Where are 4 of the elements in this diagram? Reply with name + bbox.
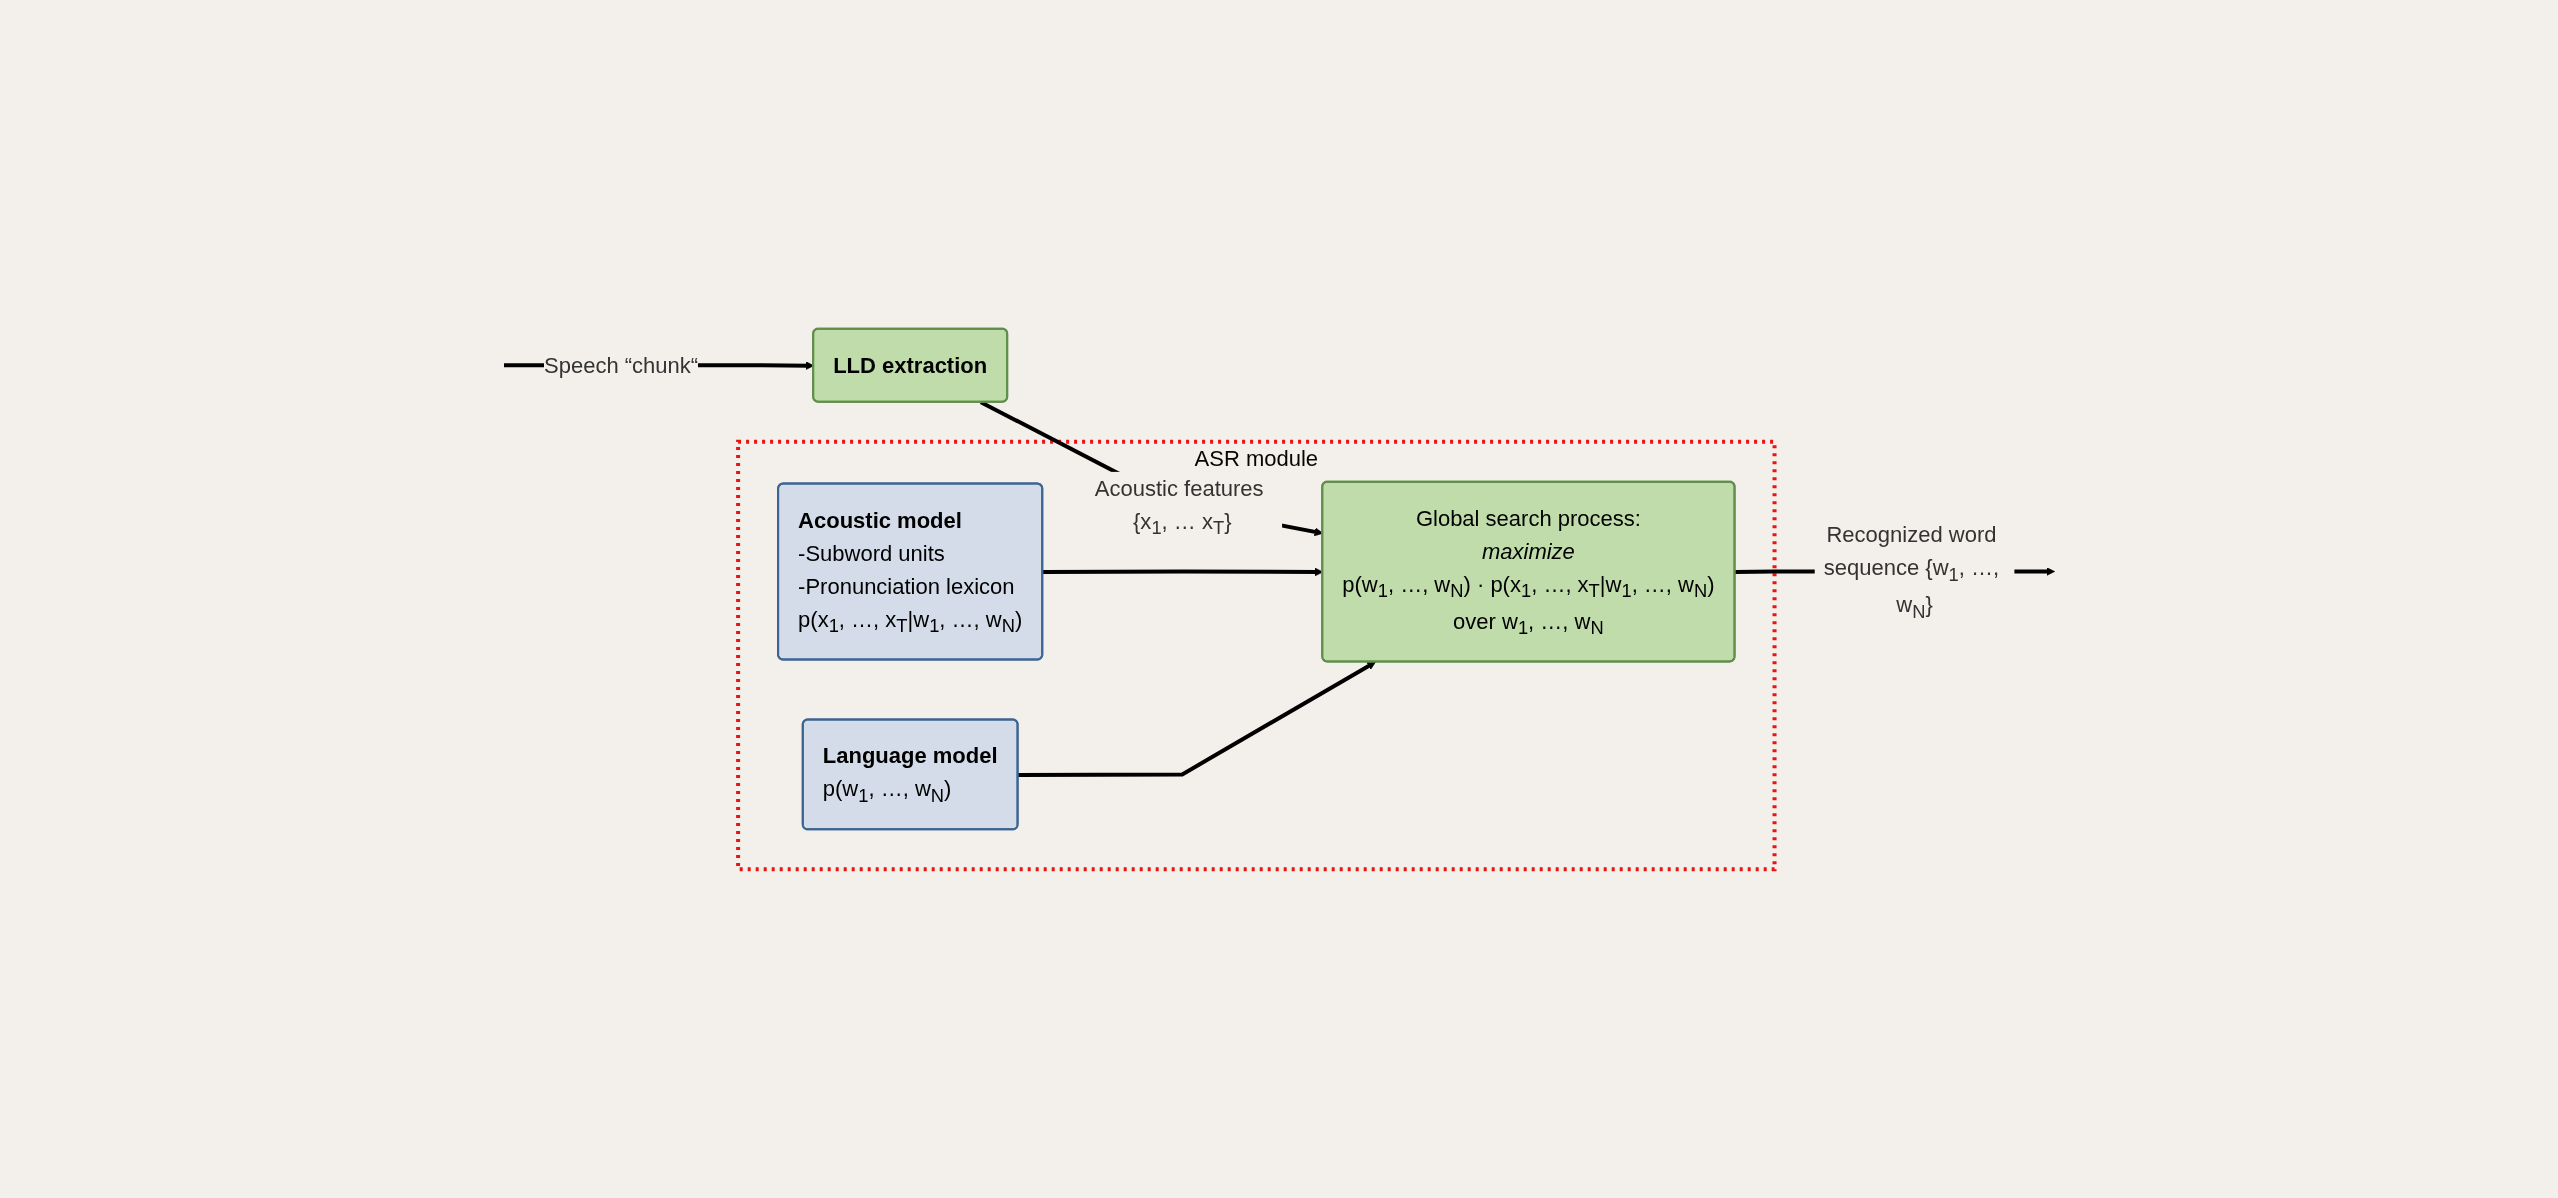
edge-label: Recognized word sequence {w$_{1}$, …, w$_{N}$} xyxy=(1823,522,1999,622)
edge-label: Speech “chunk“ xyxy=(543,352,698,378)
edge-label: Acoustic features {x$_{1}$, … x$_{T}$} xyxy=(1094,475,1264,539)
arrow xyxy=(1017,661,1376,777)
